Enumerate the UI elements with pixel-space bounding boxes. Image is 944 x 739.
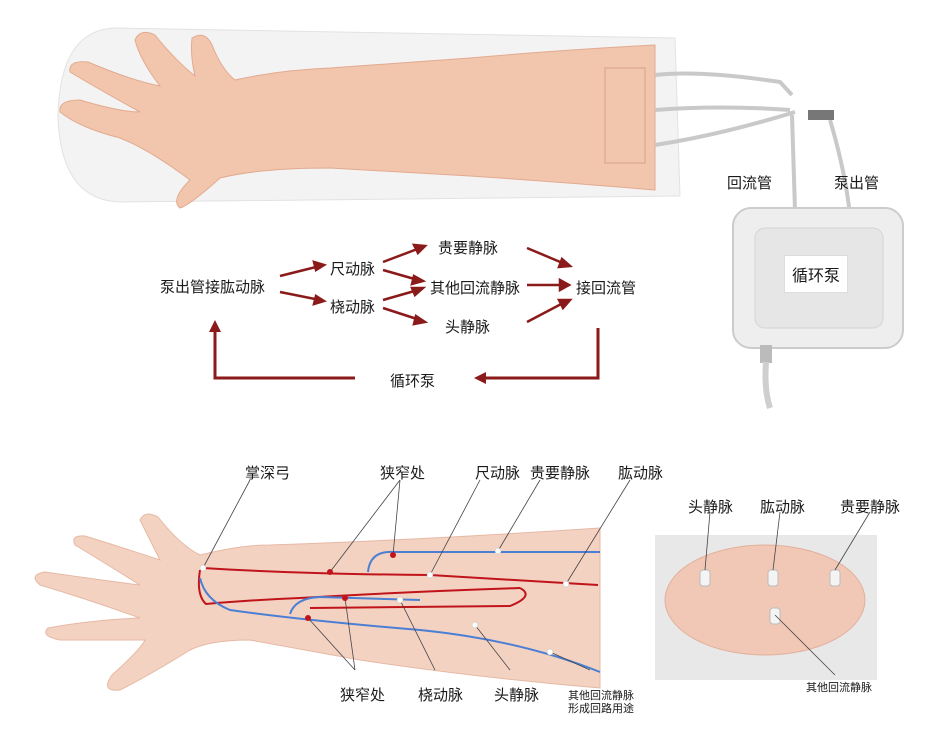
end-brachial-label: 肱动脉 — [760, 498, 806, 516]
brachial-artery-label: 肱动脉 — [618, 464, 664, 482]
flow-end: 接回流管 — [576, 279, 637, 297]
flow-other: 其他回流静脉 — [430, 279, 521, 297]
other-veins-label-2: 形成回路用途 — [568, 702, 634, 715]
end-view-arm — [664, 544, 866, 656]
end-cephalic-label: 头静脉 — [688, 498, 734, 516]
tubes — [654, 71, 852, 216]
vessel-markers — [199, 547, 570, 656]
top-arm-model — [59, 31, 656, 209]
flow-cephalic: 头静脉 — [445, 318, 491, 336]
flow-ulnar: 尺动脉 — [330, 260, 376, 278]
flow-radial: 桡动脉 — [330, 298, 376, 316]
leader-lines — [202, 479, 631, 671]
end-view-ports — [699, 569, 841, 625]
pump-label: 循环泵 — [784, 255, 848, 293]
flow-arrows — [279, 243, 574, 326]
flow-pump: 循环泵 — [390, 372, 436, 390]
other-veins-label-1: 其他回流静脉 — [568, 689, 634, 702]
narrow-top-label: 狭窄处 — [380, 464, 426, 482]
pump-out-tube-label: 泵出管 — [834, 174, 880, 192]
ulnar-artery-label: 尺动脉 — [475, 464, 521, 482]
flow-basilic: 贵要静脉 — [438, 239, 499, 257]
flow-start: 泵出管接肱动脉 — [160, 278, 266, 296]
veins — [199, 550, 601, 673]
end-other-label: 其他回流静脉 — [806, 681, 872, 694]
narrow-markers — [305, 552, 396, 621]
narrow-bottom-label: 狭窄处 — [340, 686, 386, 704]
radial-artery-label: 桡动脉 — [418, 686, 464, 704]
palmar-arch-label: 掌深弓 — [245, 464, 291, 482]
end-basilic-label: 贵要静脉 — [840, 498, 901, 516]
arteries — [197, 567, 599, 609]
cephalic-vein-label: 头静脉 — [494, 686, 540, 704]
return-tube-label: 回流管 — [727, 174, 773, 192]
tube-connector — [808, 110, 834, 120]
bottom-arm-model — [34, 513, 601, 691]
loop-arrows — [213, 328, 600, 380]
basilic-vein-label: 贵要静脉 — [530, 464, 591, 482]
